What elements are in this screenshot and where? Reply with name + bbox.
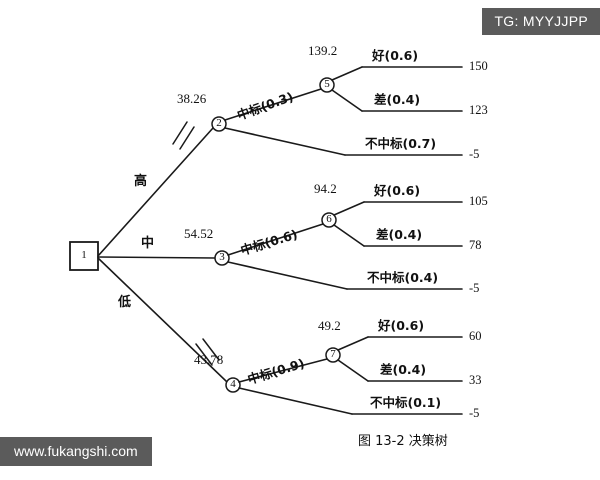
- node-6-shape: [321, 212, 337, 228]
- payoff-minus5-mid: -5: [469, 281, 480, 295]
- payoff-60: 60: [469, 329, 482, 343]
- figure-caption: 图 13-2 决策树: [358, 434, 448, 449]
- ev-node4: 43.78: [194, 352, 224, 367]
- ev-node6: 94.2: [314, 181, 337, 196]
- tag-badge: TG: MYYJJPP: [482, 8, 600, 35]
- prune-mark-high-1: [172, 121, 188, 145]
- payoff-minus5-top: -5: [469, 147, 480, 161]
- prune-mark-low-2: [202, 338, 220, 361]
- node-5-shape: [319, 77, 335, 93]
- branch-good-top-label: 好(0.6): [372, 48, 419, 63]
- edge-root-to-node4: [97, 257, 228, 383]
- edge-node4-to-node7: [238, 358, 328, 383]
- edge-node5-bad: [331, 89, 363, 112]
- payoff-78: 78: [469, 238, 482, 252]
- edge-node4-lose: [238, 387, 353, 415]
- edge-root-to-node3: [97, 256, 216, 259]
- branch-lose-mid-label: 不中标(0.4): [367, 270, 439, 285]
- edge-node3-to-node6: [227, 223, 324, 256]
- payoff-150: 150: [469, 59, 488, 73]
- branch-bad-top-label: 差(0.4): [374, 92, 421, 107]
- branch-bad-mid-label: 差(0.4): [376, 227, 423, 242]
- root-branch-low-label: 低: [118, 295, 132, 310]
- payoff-123: 123: [469, 103, 488, 117]
- root-branch-medium-label: 中: [141, 236, 155, 251]
- edge-node7-bad: [337, 359, 369, 382]
- ev-node7: 49.2: [318, 318, 341, 333]
- payoff-minus5-bot: -5: [469, 406, 480, 420]
- node-2-label: 2: [216, 117, 222, 129]
- edge-node2-to-node5: [224, 88, 322, 121]
- edge-node6-bad: [333, 224, 365, 247]
- node-6-label: 6: [326, 213, 332, 225]
- edge-node5-good: [331, 66, 363, 81]
- node-4-shape: [225, 377, 241, 393]
- edge-node2-lose: [224, 127, 346, 156]
- root-branch-high-label: 高: [134, 174, 148, 189]
- ev-node3: 54.52: [184, 226, 214, 241]
- edge-root-to-node2: [97, 127, 214, 257]
- node-1-label: 1: [81, 249, 87, 261]
- edge-node7-good: [337, 336, 369, 351]
- payoff-105: 105: [469, 194, 488, 208]
- branch-lose-bot-label: 不中标(0.1): [370, 395, 442, 410]
- node-7-label: 7: [330, 348, 336, 360]
- branch-good-mid-label: 好(0.6): [374, 183, 421, 198]
- branch-bad-bot-label: 差(0.4): [380, 362, 427, 377]
- node-3-shape: [214, 250, 230, 266]
- node-7-shape: [325, 347, 341, 363]
- node-1-shape: [69, 241, 99, 271]
- watermark-badge: www.fukangshi.com: [0, 437, 152, 466]
- ev-node2: 38.26: [177, 91, 207, 106]
- branch-good-bot-label: 好(0.6): [378, 318, 425, 333]
- ev-node5: 139.2: [308, 43, 338, 58]
- node-3-label: 3: [219, 251, 225, 263]
- branch-lose-top-label: 不中标(0.7): [365, 136, 437, 151]
- edge-node6-good: [333, 201, 365, 216]
- prune-mark-low-1: [195, 343, 213, 366]
- node-5-label: 5: [324, 78, 330, 90]
- prune-mark-high-2: [179, 126, 195, 150]
- node-4-label: 4: [230, 378, 236, 390]
- node-2-shape: [211, 116, 227, 132]
- payoff-33: 33: [469, 373, 482, 387]
- edge-node3-lose: [227, 261, 348, 290]
